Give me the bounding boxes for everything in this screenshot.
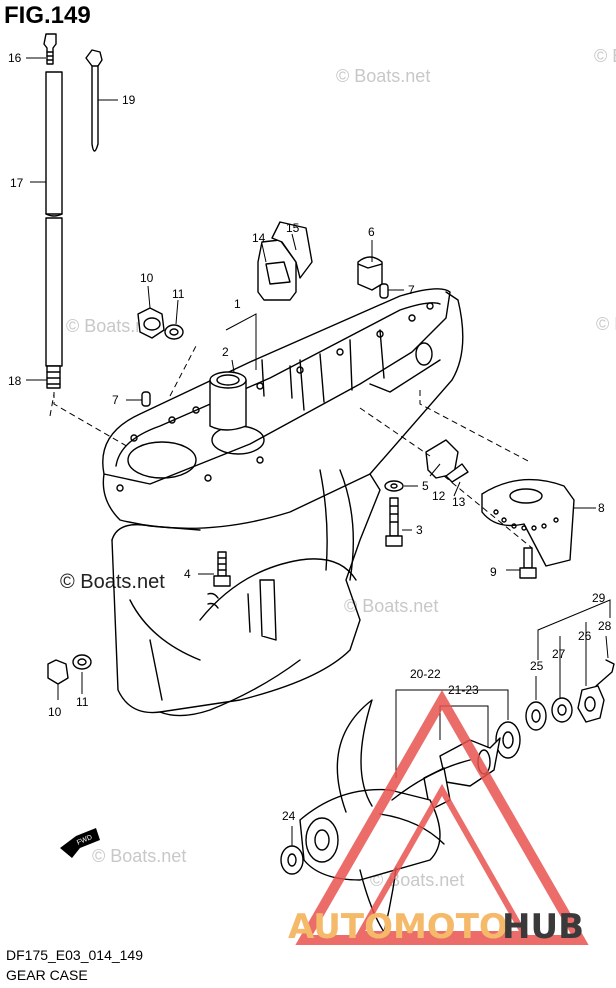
callout-25: 25 — [530, 659, 544, 673]
anode-block-part — [425, 439, 469, 483]
figure-code: DF175_E03_014_149 — [6, 947, 144, 963]
callout-16: 16 — [8, 51, 22, 65]
callout-10: 10 — [48, 705, 62, 719]
callout-3: 3 — [416, 523, 423, 537]
callout-2: 2 — [222, 345, 229, 359]
shift-rod-top-part — [43, 33, 57, 65]
guide-lines — [49, 345, 533, 549]
callout-1: 1 — [234, 297, 241, 311]
callout-12: 12 — [432, 489, 446, 503]
propeller-nut-set-part — [525, 659, 615, 731]
long-bolt-part — [384, 480, 404, 547]
callout-29: 29 — [592, 591, 606, 605]
watermark: © Boats.net — [596, 314, 616, 334]
callout-28: 28 — [598, 619, 612, 633]
gear-case-housing — [102, 288, 464, 530]
bolt-part — [519, 547, 537, 579]
callout-7: 7 — [112, 393, 119, 407]
callout-labels: 16 19 17 18 14 15 6 7 7 10 11 1 2 5 12 1… — [8, 51, 612, 823]
spacer-part — [280, 845, 304, 875]
callout-6: 6 — [368, 225, 375, 239]
automotohub-logo: AUTOMOTO HUB — [288, 689, 589, 947]
callout-21-23: 21-23 — [448, 683, 479, 697]
figure-title: FIG.149 — [4, 2, 91, 29]
callout-8: 8 — [598, 501, 605, 515]
callout-9: 9 — [490, 565, 497, 579]
drain-plug-part — [137, 307, 184, 340]
callout-24: 24 — [282, 809, 296, 823]
callout-11: 11 — [172, 287, 185, 301]
watermark: © Boats.net — [92, 846, 186, 866]
callout-4: 4 — [184, 567, 191, 581]
shift-rod-coupler-part — [46, 365, 61, 389]
thrust-washer-part — [495, 721, 521, 759]
watermark: © Boats.net — [336, 66, 430, 86]
logo-triangle-icon — [295, 689, 589, 945]
callout-15: 15 — [286, 221, 300, 235]
lower-unit-body — [111, 469, 381, 717]
clamp-part — [257, 221, 313, 301]
callout-10: 10 — [140, 271, 154, 285]
callout-5: 5 — [422, 479, 429, 493]
trim-tab-part — [481, 478, 575, 567]
logo-text-part1: AUTOMOTO — [288, 907, 508, 947]
callout-17: 17 — [10, 176, 24, 190]
shift-rod-part — [45, 71, 63, 367]
watermark-large: © Boats.net — [60, 571, 165, 593]
callout-18: 18 — [8, 374, 22, 388]
callout-13: 13 — [452, 495, 466, 509]
callout-11: 11 — [76, 695, 89, 709]
callout-7: 7 — [408, 283, 415, 297]
dowel-pin-part — [141, 391, 151, 407]
logo-text-part2: HUB — [502, 907, 584, 947]
forward-direction-mark: FWD — [60, 828, 100, 858]
drain-plug-part — [47, 654, 92, 685]
bolt-part — [213, 551, 231, 587]
watermark: © Boats.net — [594, 46, 616, 66]
callout-26: 26 — [578, 629, 592, 643]
dowel-pin-part — [379, 283, 389, 299]
rod-boot-part — [85, 49, 103, 152]
callout-20-22: 20-22 — [410, 667, 441, 681]
watermark: © Boats.net — [344, 596, 438, 616]
watermark: © Boats.net — [66, 316, 160, 336]
callout-14: 14 — [252, 231, 266, 245]
callout-27: 27 — [552, 647, 566, 661]
figure-caption: GEAR CASE — [6, 967, 88, 983]
mount-part — [357, 256, 383, 291]
callout-19: 19 — [122, 93, 136, 107]
leader-lines — [26, 57, 611, 846]
